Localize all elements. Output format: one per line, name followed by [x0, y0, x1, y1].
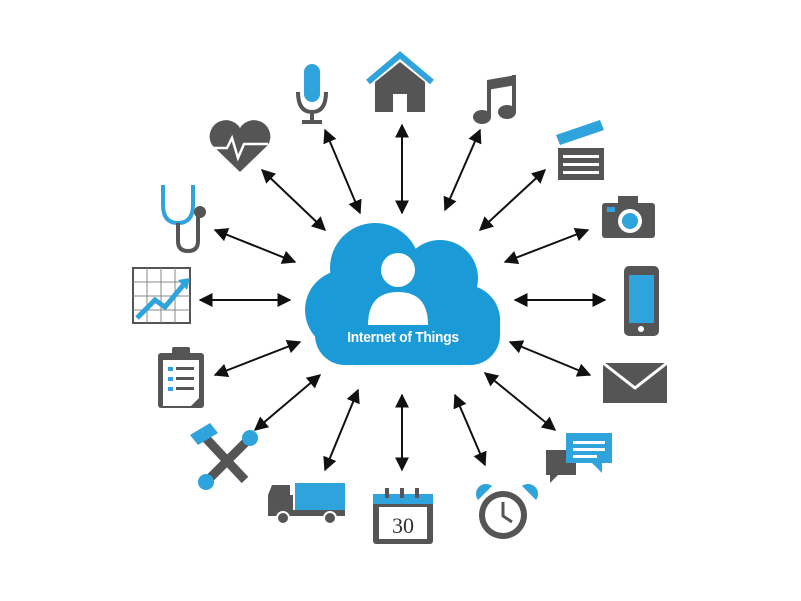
microphone-icon — [296, 64, 328, 124]
heart-rate-icon — [209, 120, 271, 172]
stethoscope-icon — [161, 185, 206, 254]
clapperboard-icon — [556, 120, 604, 180]
clipboard-icon — [158, 347, 204, 408]
chat-icon — [546, 433, 612, 483]
alarm-clock-icon — [476, 484, 538, 539]
arrow-clipboard-icon — [213, 340, 302, 377]
music-icon — [473, 75, 516, 124]
calendar-icon: 30 — [373, 488, 433, 544]
arrow-stethoscope-icon — [213, 228, 297, 264]
center-label: Internet of Things — [347, 329, 459, 346]
arrow-envelope-icon — [508, 340, 592, 377]
arrow-truck-icon — [323, 388, 360, 472]
truck-icon — [268, 483, 345, 525]
arrow-alarm-clock-icon — [453, 393, 487, 467]
cloud-icon — [305, 223, 500, 365]
camera-icon — [602, 196, 655, 238]
arrow-chat-icon — [483, 372, 557, 431]
arrow-microphone-icon — [323, 128, 362, 215]
arrow-clapperboard-icon — [478, 169, 547, 231]
arrow-camera-icon — [503, 228, 590, 264]
arrow-heart-rate-icon — [260, 169, 327, 231]
smartphone-icon — [624, 266, 659, 336]
calendar-day: 30 — [392, 513, 414, 538]
tools-icon — [190, 423, 258, 490]
envelope-icon — [602, 361, 668, 403]
home-icon — [366, 51, 434, 112]
user-icon — [368, 253, 428, 325]
connection-arrows — [198, 123, 607, 472]
arrow-tools-icon — [253, 374, 322, 431]
arrow-music-icon — [443, 128, 482, 212]
chart-icon — [132, 267, 191, 324]
